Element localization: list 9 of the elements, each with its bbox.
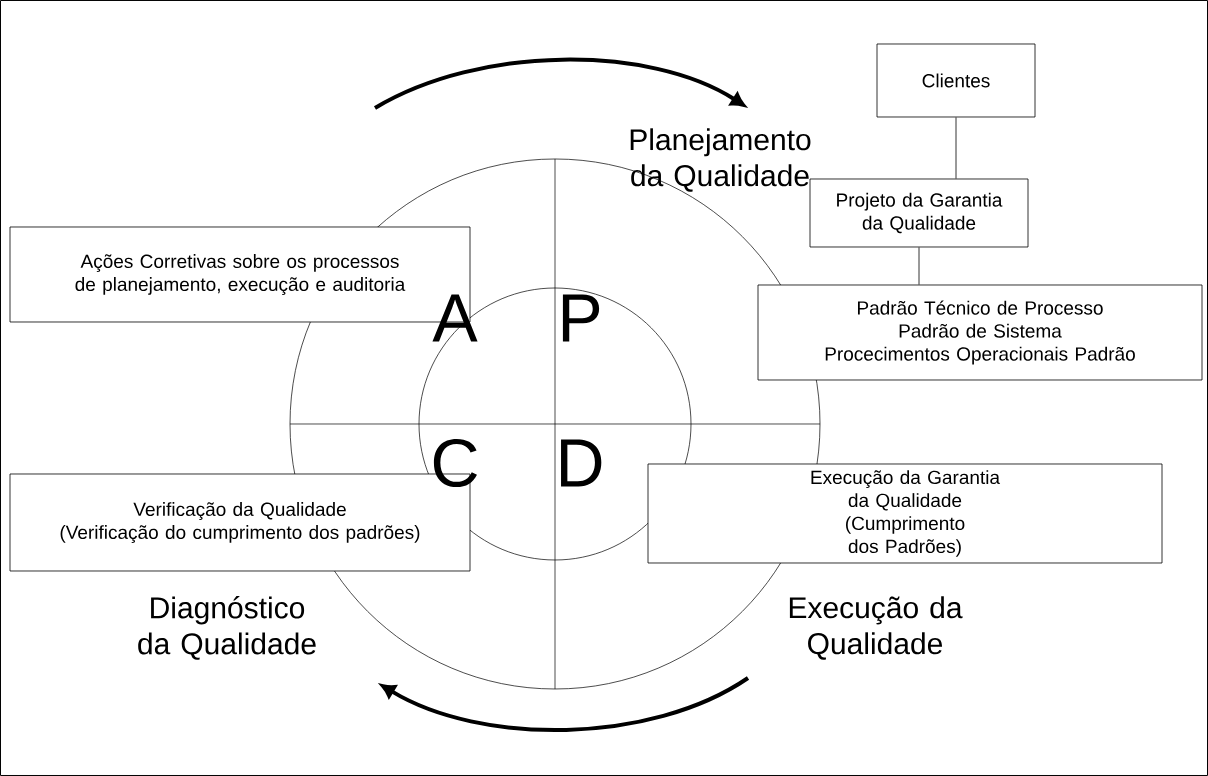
phase-label: Execução da Qualidade [789, 596, 963, 660]
connector-line [955, 117, 957, 179]
text-box: Clientes [876, 43, 1036, 118]
text-box: Padrão Técnico de Processo Padrão de Sistema Procecimentos Operacionais Padrão [757, 284, 1203, 381]
text-box: Projeto da Garantia da Qualidade [809, 178, 1029, 248]
phase-letter: P [562, 294, 600, 342]
text-box: Execução da Garantia da Qualidade (Cumprimento dos Padrões) [647, 463, 1163, 564]
connector-line [918, 247, 920, 285]
phase-letter: D [561, 439, 602, 487]
